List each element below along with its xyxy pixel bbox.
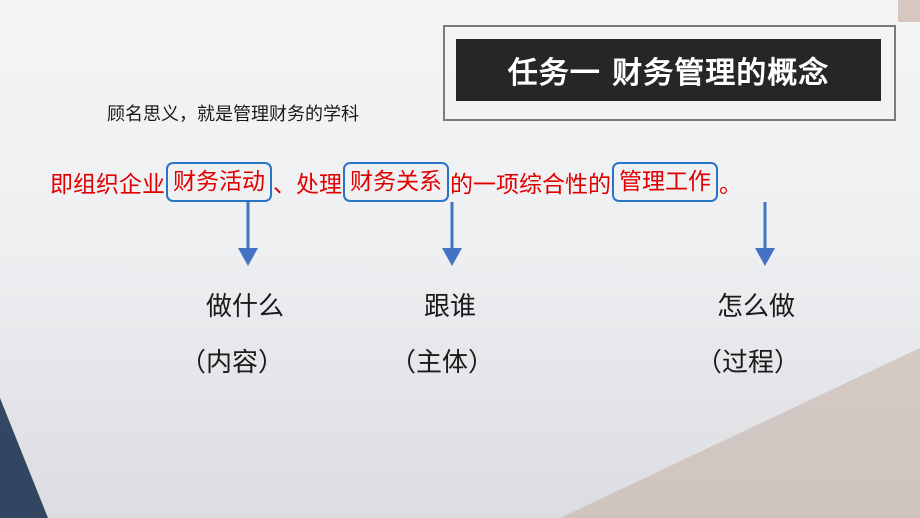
corner-accent: [898, 0, 920, 22]
definition-suffix: 。: [719, 172, 742, 198]
arrow-down-icon: [755, 202, 775, 266]
slide-title: 任务一 财务管理的概念: [456, 39, 881, 101]
arrow-down-icon: [442, 202, 462, 266]
answer-process: （过程）: [696, 348, 801, 378]
subtitle: 顾名思义，就是管理财务的学科: [107, 104, 359, 125]
term-finance-activity: 财务活动: [166, 162, 272, 202]
question-what: 做什么: [206, 292, 285, 322]
question-who: 跟谁: [424, 292, 477, 322]
title-frame: [443, 25, 896, 121]
term-management-work: 管理工作: [612, 162, 718, 202]
question-how: 怎么做: [717, 292, 796, 322]
corner-decoration-left: [0, 398, 48, 518]
definition-sentence: 即组织企业 财务活动 、处理 财务关系 的一项综合性的 管理工作 。: [50, 162, 742, 202]
definition-prefix: 即组织企业: [50, 172, 165, 198]
answer-content: （内容）: [180, 348, 285, 378]
corner-decoration-right: [560, 348, 920, 518]
definition-sep-1: 、处理: [273, 172, 342, 198]
arrow-down-icon: [238, 202, 258, 266]
answer-subject: （主体）: [390, 348, 495, 378]
term-finance-relation: 财务关系: [343, 162, 449, 202]
definition-sep-2: 的一项综合性的: [450, 172, 611, 198]
